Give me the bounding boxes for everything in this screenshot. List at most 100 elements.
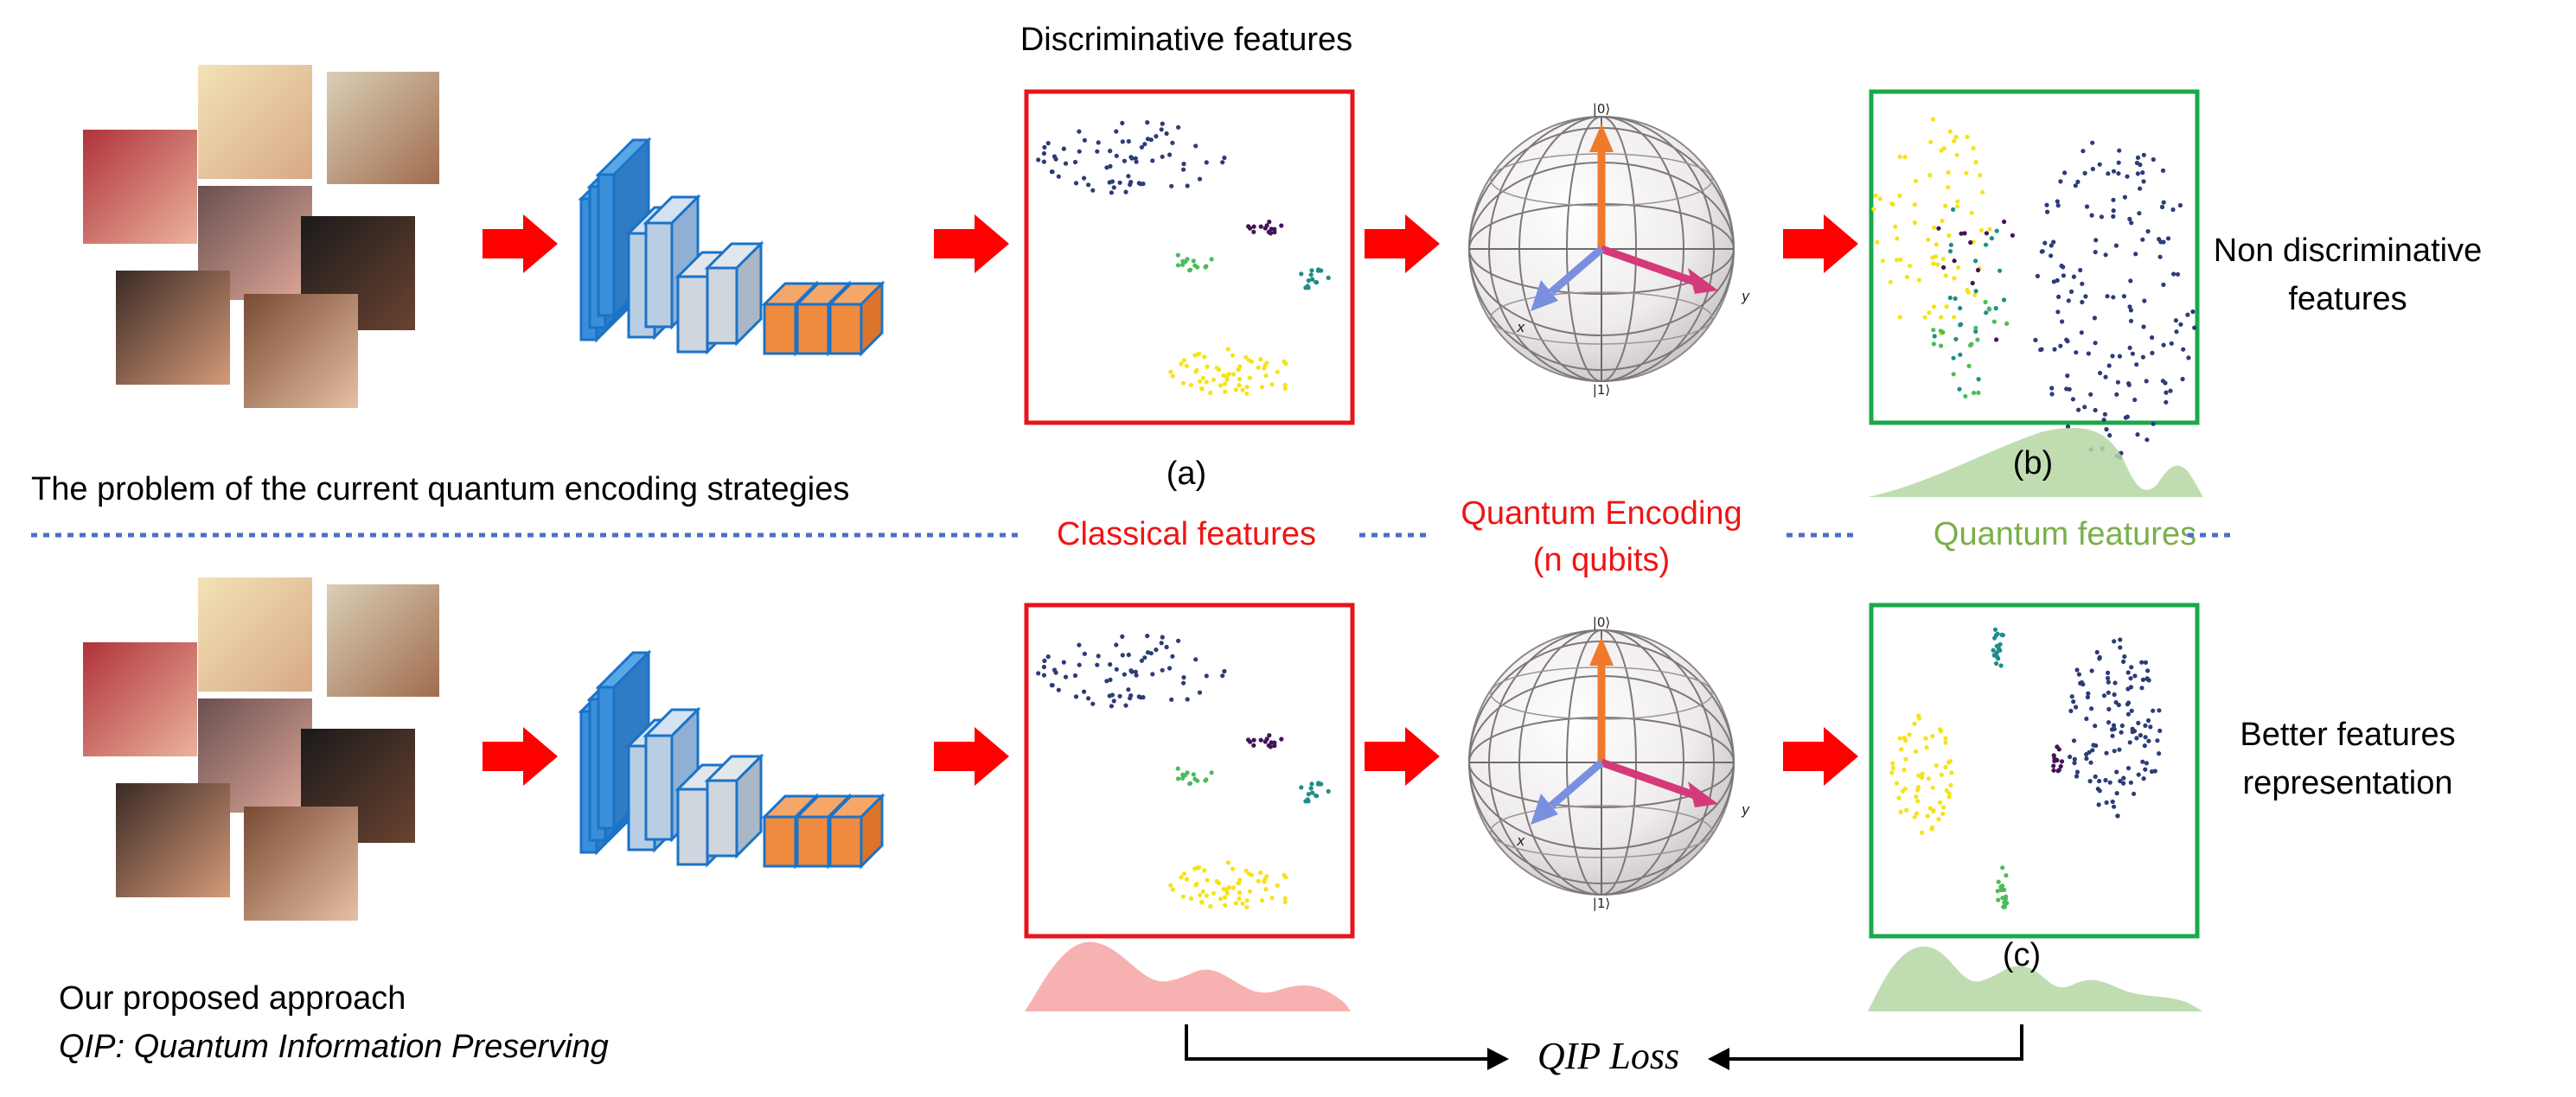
scatter-point <box>2010 233 2015 238</box>
scatter-point <box>1185 697 1190 702</box>
scatter-point <box>1184 877 1189 882</box>
scatter-point <box>1251 229 1256 234</box>
scatter-point <box>1973 289 1978 294</box>
scatter-point <box>1926 237 1931 242</box>
scatter-point <box>2134 736 2139 741</box>
scatter-point <box>1946 233 1952 238</box>
scatter-point <box>1315 781 1321 787</box>
scatter-plot-a <box>1036 120 1331 396</box>
scatter-point <box>2130 351 2135 356</box>
scatter-point <box>1995 889 2000 894</box>
x-axis-label: x <box>1516 832 1525 849</box>
row-bottom: |0⟩|1⟩xy (c) Better features representat… <box>59 577 2456 1077</box>
scatter-point <box>2103 252 2108 258</box>
scatter-point <box>2093 724 2098 729</box>
scatter-point <box>1956 265 1961 270</box>
scatter-point <box>1953 135 1959 140</box>
scatter-point <box>1890 761 1895 766</box>
scatter-point <box>2082 405 2087 410</box>
scatter-point <box>2163 380 2168 386</box>
scatter-point <box>1200 889 1205 894</box>
scatter-point <box>2033 337 2038 342</box>
scatter-point <box>1943 273 1948 278</box>
face-photo <box>244 294 358 408</box>
scatter-point <box>2132 397 2138 403</box>
scatter-point <box>2185 312 2190 317</box>
scatter-point <box>2136 772 2141 777</box>
scatter-point <box>1095 149 1100 154</box>
scatter-point <box>1036 157 1041 163</box>
row-top: |0⟩|1⟩xy Discriminative features (a) (b)… <box>83 22 2482 497</box>
cnn-layer <box>644 221 674 328</box>
ket-one-label: |1⟩ <box>1593 382 1610 398</box>
scatter-point <box>2118 645 2123 650</box>
scatter-point <box>2074 667 2080 673</box>
right-top-line2: features <box>2288 281 2407 317</box>
scatter-point <box>2093 774 2098 780</box>
scatter-point <box>1133 156 1138 161</box>
scatter-point <box>1220 160 1225 165</box>
scatter-point <box>2128 308 2133 313</box>
scatter-point <box>2161 282 2166 287</box>
scatter-point <box>2038 348 2043 353</box>
scatter-point <box>1957 386 1962 392</box>
scatter-point <box>2076 407 2081 412</box>
loss-connector-left <box>1185 1024 1487 1061</box>
scatter-point <box>2143 660 2148 666</box>
scatter-point <box>2157 751 2162 756</box>
scatter-point <box>1204 673 1209 679</box>
scatter-point <box>1931 807 1936 813</box>
scatter-point <box>1264 737 1269 742</box>
scatter-point <box>2113 680 2118 686</box>
proposed-line2: QIP: Quantum Information Preserving <box>59 1029 609 1065</box>
scatter-point <box>1246 737 1251 743</box>
scatter-point <box>1175 766 1180 771</box>
scatter-point <box>1925 813 1930 819</box>
scatter-point <box>2075 179 2081 184</box>
scatter-point <box>2122 654 2127 660</box>
scatter-point <box>1931 117 1936 122</box>
scatter-point <box>1211 377 1217 382</box>
scatter-point <box>1952 138 1957 144</box>
scatter-point <box>1181 358 1186 363</box>
scatter-point <box>2129 708 2134 713</box>
scatter-point <box>2111 197 2116 202</box>
scatter-point <box>1175 776 1181 781</box>
scatter-point <box>1063 674 1069 679</box>
scatter-point <box>1109 692 1115 698</box>
scatter-point <box>1994 228 1999 233</box>
scatter-point <box>2143 723 2148 729</box>
scatter-point <box>2161 239 2166 245</box>
scatter-point <box>1202 868 1207 873</box>
label-a: (a) <box>1167 456 1206 492</box>
scatter-point <box>2164 390 2169 395</box>
scatter-point <box>1308 272 1314 277</box>
cnn-layer <box>644 734 674 841</box>
scatter-point <box>2090 748 2095 753</box>
scatter-point <box>1987 307 1992 312</box>
scatter-point <box>2117 148 2122 153</box>
scatter-point <box>1222 895 1228 900</box>
cnn-layer <box>597 686 616 830</box>
scatter-point <box>1193 657 1199 662</box>
scatter-point <box>2093 250 2098 255</box>
scatter-point <box>1953 296 1958 301</box>
scatter-point <box>1056 687 1061 692</box>
scatter-point <box>2078 267 2083 273</box>
scatter-point <box>1913 178 1919 183</box>
scatter-point <box>2128 676 2133 681</box>
scatter-point <box>1045 654 1051 660</box>
scatter-point <box>1936 226 1941 231</box>
scatter-point <box>2161 200 2166 205</box>
scatter-point <box>1077 149 1082 154</box>
scatter-point <box>1185 183 1190 188</box>
scatter-point <box>1992 627 1998 633</box>
scatter-point <box>1958 305 1963 311</box>
scatter-point <box>2149 769 2155 775</box>
scatter-point <box>2115 813 2120 819</box>
scatter-point <box>2121 781 2126 786</box>
scatter-point <box>1930 255 1935 260</box>
scatter-point <box>2133 252 2138 257</box>
scatter-point <box>1191 772 1196 777</box>
ket-zero-label: |0⟩ <box>1593 101 1610 117</box>
